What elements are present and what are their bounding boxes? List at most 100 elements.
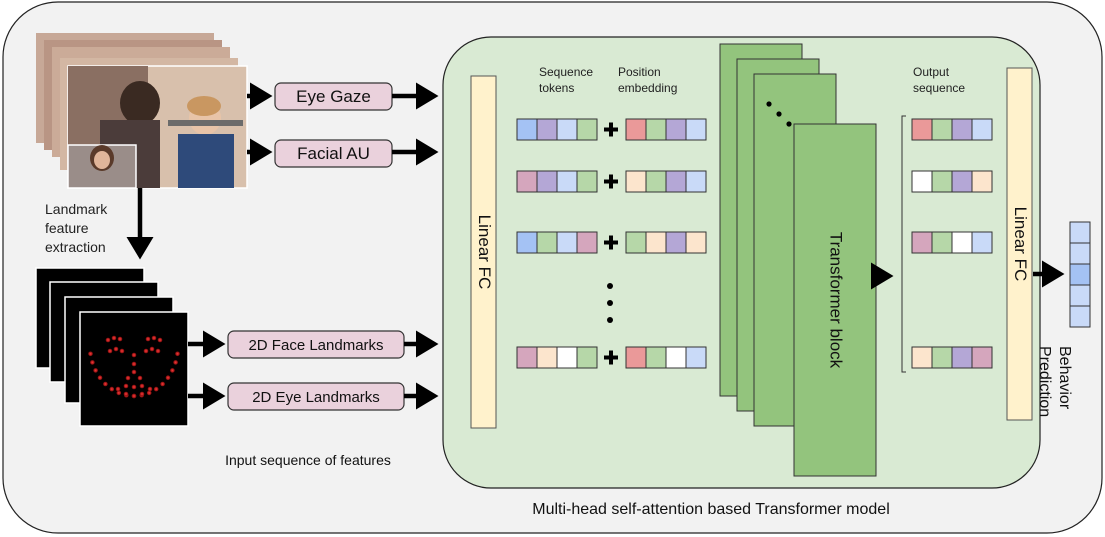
prediction-cell xyxy=(1069,284,1091,307)
output-sequence-label: Output sequence xyxy=(913,65,965,95)
token-cell xyxy=(645,118,667,141)
landmark-dot xyxy=(147,386,153,392)
output-bracket xyxy=(901,115,906,373)
output-sequence-row xyxy=(911,346,993,369)
token-cell xyxy=(625,118,647,141)
landmark-dot xyxy=(107,348,113,354)
face-landmarks-label: 2D Face Landmarks xyxy=(248,337,383,354)
token-cell xyxy=(536,231,558,254)
landmark-frames-stack xyxy=(35,267,189,427)
token-cell xyxy=(645,170,667,193)
landmark-dot xyxy=(160,381,165,387)
prediction-vector xyxy=(1069,221,1091,328)
token-cell xyxy=(971,118,993,141)
landmark-dot xyxy=(119,348,125,354)
prediction-cell xyxy=(1069,221,1091,244)
token-cell xyxy=(911,231,933,254)
eye-landmarks-label: 2D Eye Landmarks xyxy=(252,389,380,406)
linear-fc-left-label: Linear FC xyxy=(475,215,494,290)
token-cell xyxy=(971,346,993,369)
landmark-dot xyxy=(170,368,175,373)
landmark-dot xyxy=(105,337,111,343)
token-cell xyxy=(625,346,647,369)
facial-au-box: Facial AU xyxy=(274,139,393,168)
token-cell xyxy=(516,231,538,254)
behavior-prediction-label: Behavior Prediction xyxy=(1036,346,1073,417)
token-cell xyxy=(911,346,933,369)
landmark-dot xyxy=(88,351,93,357)
sequence-token-row xyxy=(516,118,598,141)
input-arrows xyxy=(188,82,439,410)
landmark-dot xyxy=(103,381,108,387)
token-cell xyxy=(685,118,707,141)
token-cell xyxy=(931,346,953,369)
token-cell xyxy=(645,346,667,369)
token-cell xyxy=(971,170,993,193)
plus-icon xyxy=(604,235,618,250)
landmark-dot xyxy=(157,337,163,343)
landmark-dot xyxy=(115,386,121,392)
landmark-dot xyxy=(145,336,151,342)
token-cell xyxy=(911,170,933,193)
prediction-cell xyxy=(1069,242,1091,265)
position-embedding-label: Position embedding xyxy=(618,65,677,95)
landmark-dot xyxy=(131,393,137,399)
eye-gaze-label: Eye Gaze xyxy=(296,87,371,106)
linear-fc-left: Linear FC xyxy=(470,75,497,429)
token-cell xyxy=(576,118,598,141)
output-sequence-row xyxy=(911,231,993,254)
token-cell xyxy=(536,346,558,369)
position-embedding-row xyxy=(625,118,707,141)
landmark-dot xyxy=(90,360,95,365)
token-cell xyxy=(931,118,953,141)
eye-gaze-box: Eye Gaze xyxy=(274,82,393,111)
prediction-cell xyxy=(1069,305,1091,328)
landmark-dot xyxy=(123,391,129,397)
token-cell xyxy=(951,170,973,193)
position-embedding-row xyxy=(625,231,707,254)
landmark-dot xyxy=(139,391,145,397)
landmark-dot xyxy=(153,386,159,392)
token-cell xyxy=(911,118,933,141)
token-cell xyxy=(576,170,598,193)
linear-fc-right: Linear FC xyxy=(1006,67,1033,421)
token-cell xyxy=(685,231,707,254)
facial-au-label: Facial AU xyxy=(297,144,370,163)
landmark-dot xyxy=(143,348,149,354)
sequence-token-row xyxy=(516,231,598,254)
landmark-dot xyxy=(151,335,157,341)
token-cell xyxy=(665,118,687,141)
position-embedding-row xyxy=(625,346,707,369)
token-cell xyxy=(556,170,578,193)
token-cell xyxy=(951,231,973,254)
landmark-dot xyxy=(131,369,137,375)
token-cell xyxy=(665,346,687,369)
token-cell xyxy=(556,231,578,254)
landmark-dot xyxy=(93,368,98,373)
token-cell xyxy=(516,170,538,193)
token-cell xyxy=(685,346,707,369)
landmark-dot xyxy=(117,336,123,342)
vertical-ellipsis xyxy=(607,283,613,323)
plus-icon xyxy=(604,174,618,189)
output-sequence-row xyxy=(911,118,993,141)
token-cell xyxy=(536,170,558,193)
sequence-token-row xyxy=(516,170,598,193)
plus-icon xyxy=(604,350,618,365)
landmark-dot xyxy=(149,346,155,352)
landmark-dot xyxy=(139,383,145,389)
landmark-dot xyxy=(111,335,117,341)
sequence-tokens-label: Sequence tokens xyxy=(539,65,596,95)
landmark-dot xyxy=(113,346,119,352)
face-landmarks-box: 2D Face Landmarks xyxy=(227,330,405,359)
token-cell xyxy=(971,231,993,254)
landmark-dot xyxy=(131,361,137,367)
landmark-dot xyxy=(165,375,171,381)
landmark-dot xyxy=(155,348,161,354)
token-cell xyxy=(536,118,558,141)
token-cell xyxy=(951,346,973,369)
linear-fc-right-label: Linear FC xyxy=(1011,207,1030,282)
output-sequence-row xyxy=(911,170,993,193)
token-cell xyxy=(665,170,687,193)
